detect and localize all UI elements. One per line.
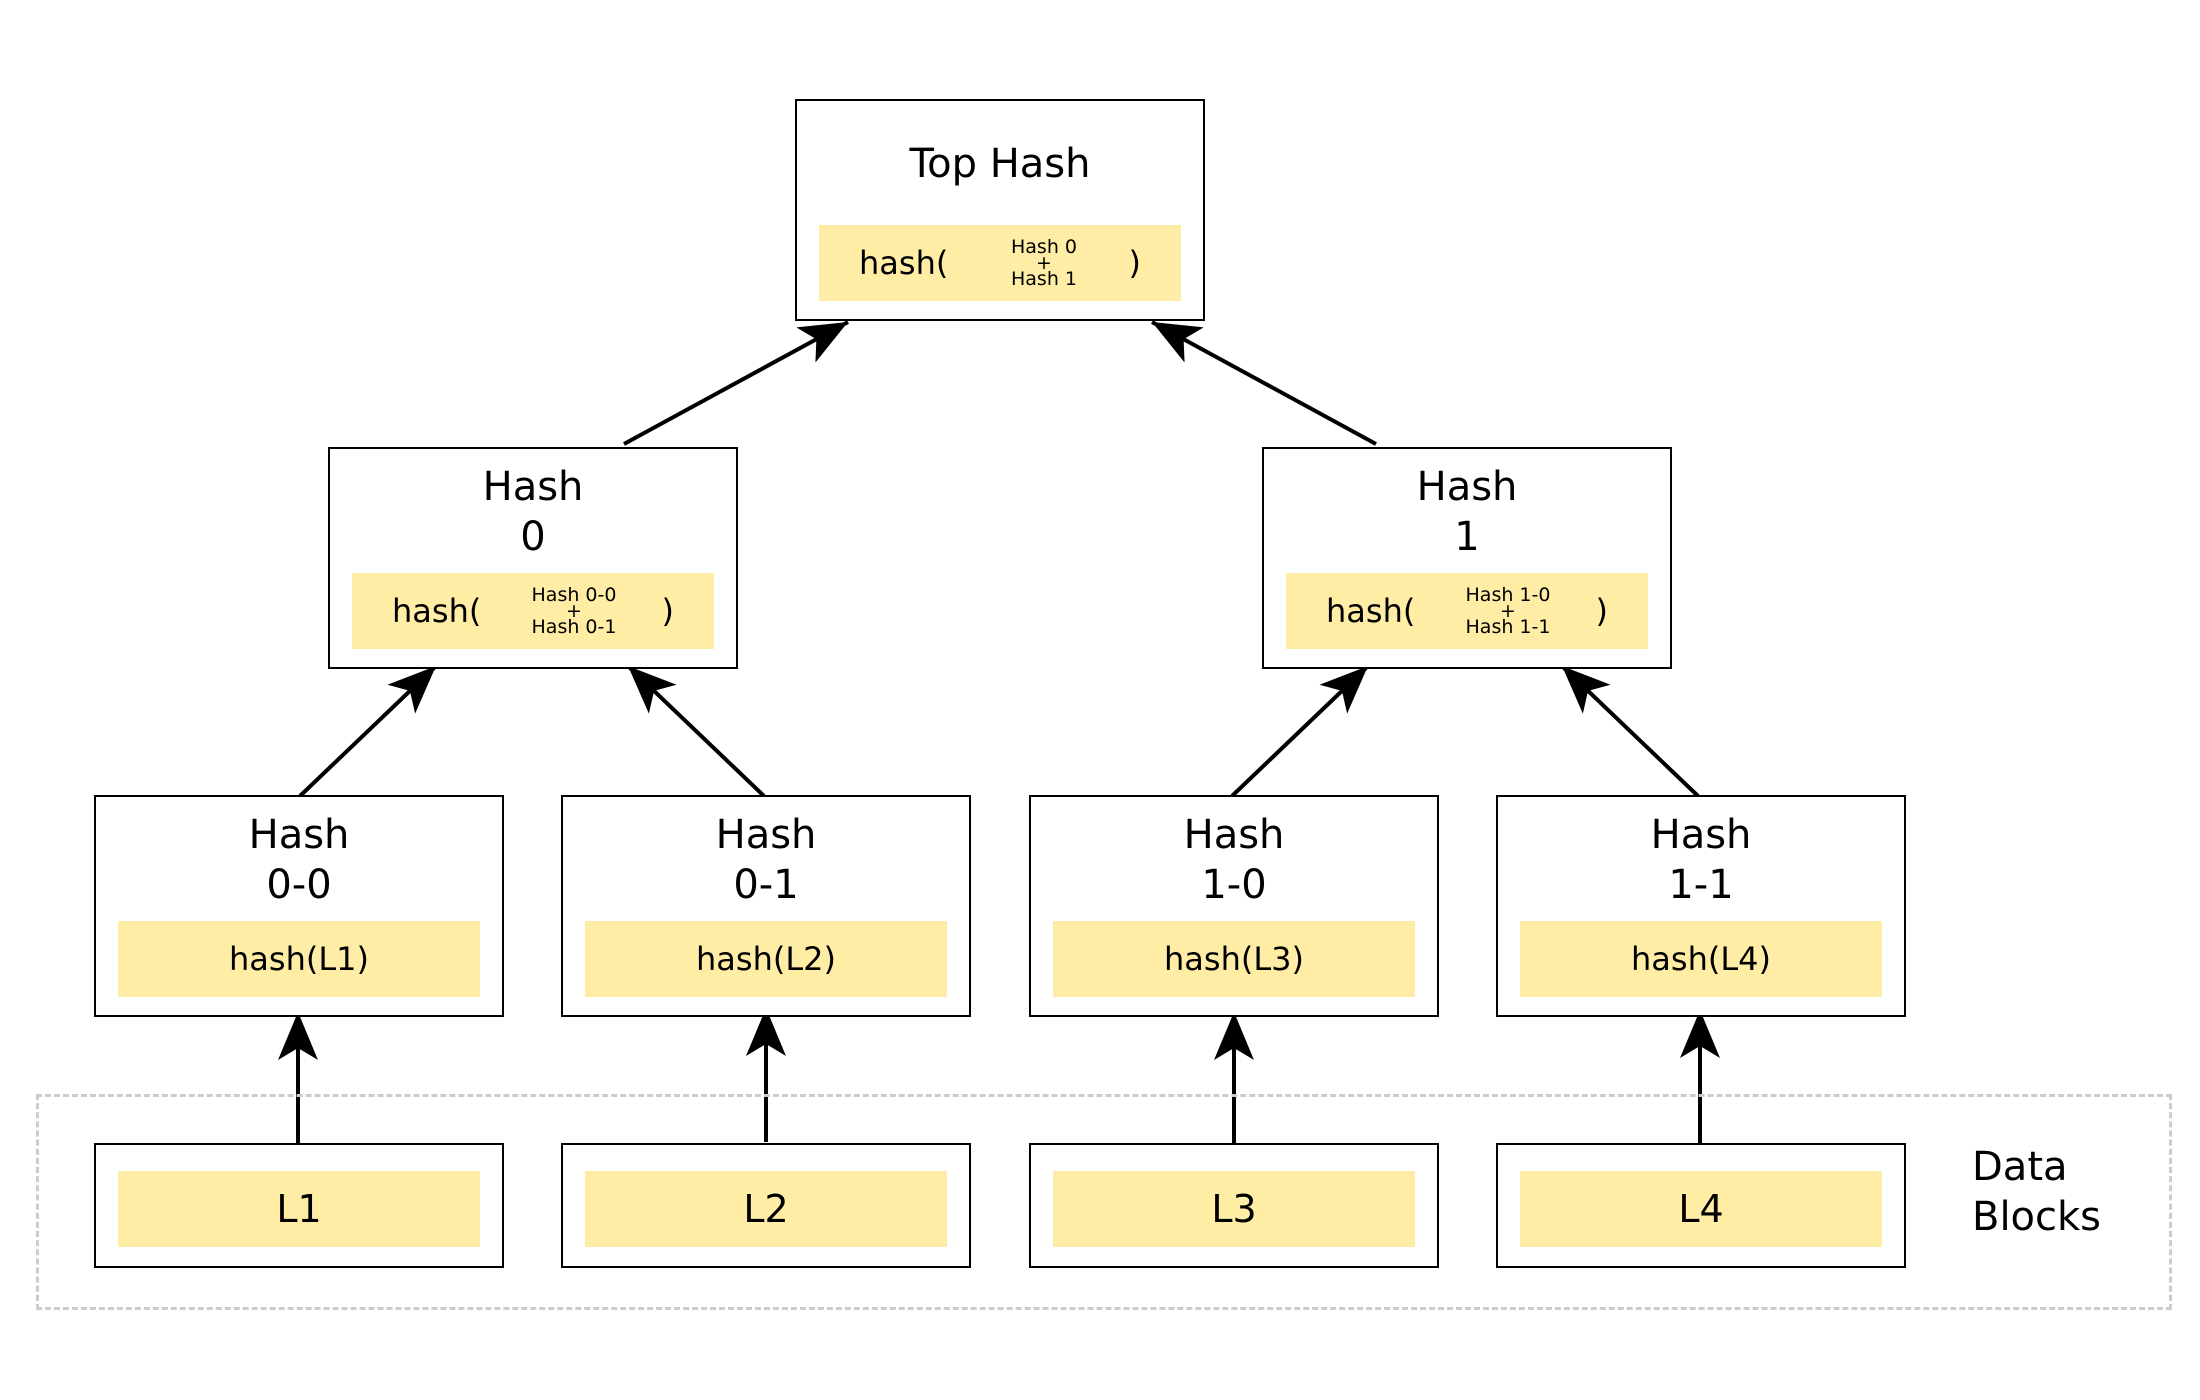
hash-1-0-node: Hash 1-0 hash(L3) (1029, 795, 1439, 1017)
node-title: Hash (715, 812, 817, 858)
data-block-l4: L4 (1496, 1143, 1906, 1268)
arrow-hash00-to-hash0 (298, 664, 438, 798)
node-title-index: 1-0 (1201, 862, 1267, 908)
arrow-hash0-to-top (623, 320, 849, 446)
hash-0-0-node: Hash 0-0 hash(L1) (94, 795, 504, 1017)
operand-plus: + (566, 600, 582, 622)
hash-0-node: Hash 0 hash( Hash 0-0 + Hash 0-1 ) (328, 447, 738, 669)
hash-function-box: hash( Hash 0-0 + Hash 0-1 ) (352, 573, 714, 649)
data-block-l1: L1 (94, 1143, 504, 1268)
node-title: Hash (248, 812, 350, 858)
operand-a: Hash 0-0 (531, 584, 617, 606)
operand-a: Hash 0 (1011, 236, 1077, 258)
node-title-index: 0-1 (733, 862, 799, 908)
operand-b: Hash 1-1 (1465, 616, 1551, 638)
close-paren: ) (661, 592, 674, 630)
data-blocks-label-line1: Data (1972, 1144, 2068, 1190)
data-block-label: L2 (585, 1171, 947, 1247)
hash-function-box: hash( Hash 0 + Hash 1 ) (819, 225, 1181, 301)
hash-function-label: hash( (392, 592, 482, 630)
node-title-index: 0 (520, 514, 546, 560)
operand-a: Hash 1-0 (1465, 584, 1551, 606)
node-title-index: 1 (1454, 514, 1480, 560)
operand-b: Hash 1 (1011, 268, 1077, 290)
data-blocks-region (36, 1094, 2172, 1310)
hash-function-box: hash( Hash 1-0 + Hash 1-1 ) (1286, 573, 1648, 649)
data-block-l2: L2 (561, 1143, 971, 1268)
arrow-hash11-to-hash1 (1560, 664, 1700, 798)
operand-plus: + (1500, 600, 1516, 622)
arrow-hash10-to-hash1 (1230, 664, 1370, 798)
hash-function-box: hash(L3) (1053, 921, 1415, 997)
close-paren: ) (1128, 244, 1141, 282)
hash-function-label: hash( (1326, 592, 1416, 630)
operand-b: Hash 0-1 (531, 616, 617, 638)
node-title: Hash (1416, 464, 1518, 510)
node-title: Hash (1650, 812, 1752, 858)
operand-plus: + (1036, 252, 1052, 274)
data-block-l3: L3 (1029, 1143, 1439, 1268)
arrow-hash1-to-top (1151, 320, 1377, 446)
data-block-label: L3 (1053, 1171, 1415, 1247)
data-blocks-label: Data Blocks (1972, 1142, 2101, 1242)
hash-function-box: hash(L1) (118, 921, 480, 997)
node-title: Hash (1183, 812, 1285, 858)
node-title: Top Hash (909, 141, 1091, 187)
hash-1-1-node: Hash 1-1 hash(L4) (1496, 795, 1906, 1017)
top-hash-node: Top Hash hash( Hash 0 + Hash 1 ) (795, 99, 1205, 321)
hash-function-box: hash(L2) (585, 921, 947, 997)
close-paren: ) (1595, 592, 1608, 630)
arrow-hash01-to-hash0 (626, 664, 766, 798)
node-title: Hash (482, 464, 584, 510)
hash-0-1-node: Hash 0-1 hash(L2) (561, 795, 971, 1017)
node-title-index: 0-0 (266, 862, 332, 908)
hash-function-box: hash(L4) (1520, 921, 1882, 997)
hash-function-label: hash( (859, 244, 949, 282)
node-title-index: 1-1 (1668, 862, 1734, 908)
data-block-label: L4 (1520, 1171, 1882, 1247)
hash-1-node: Hash 1 hash( Hash 1-0 + Hash 1-1 ) (1262, 447, 1672, 669)
data-blocks-label-line2: Blocks (1972, 1194, 2102, 1240)
data-block-label: L1 (118, 1171, 480, 1247)
